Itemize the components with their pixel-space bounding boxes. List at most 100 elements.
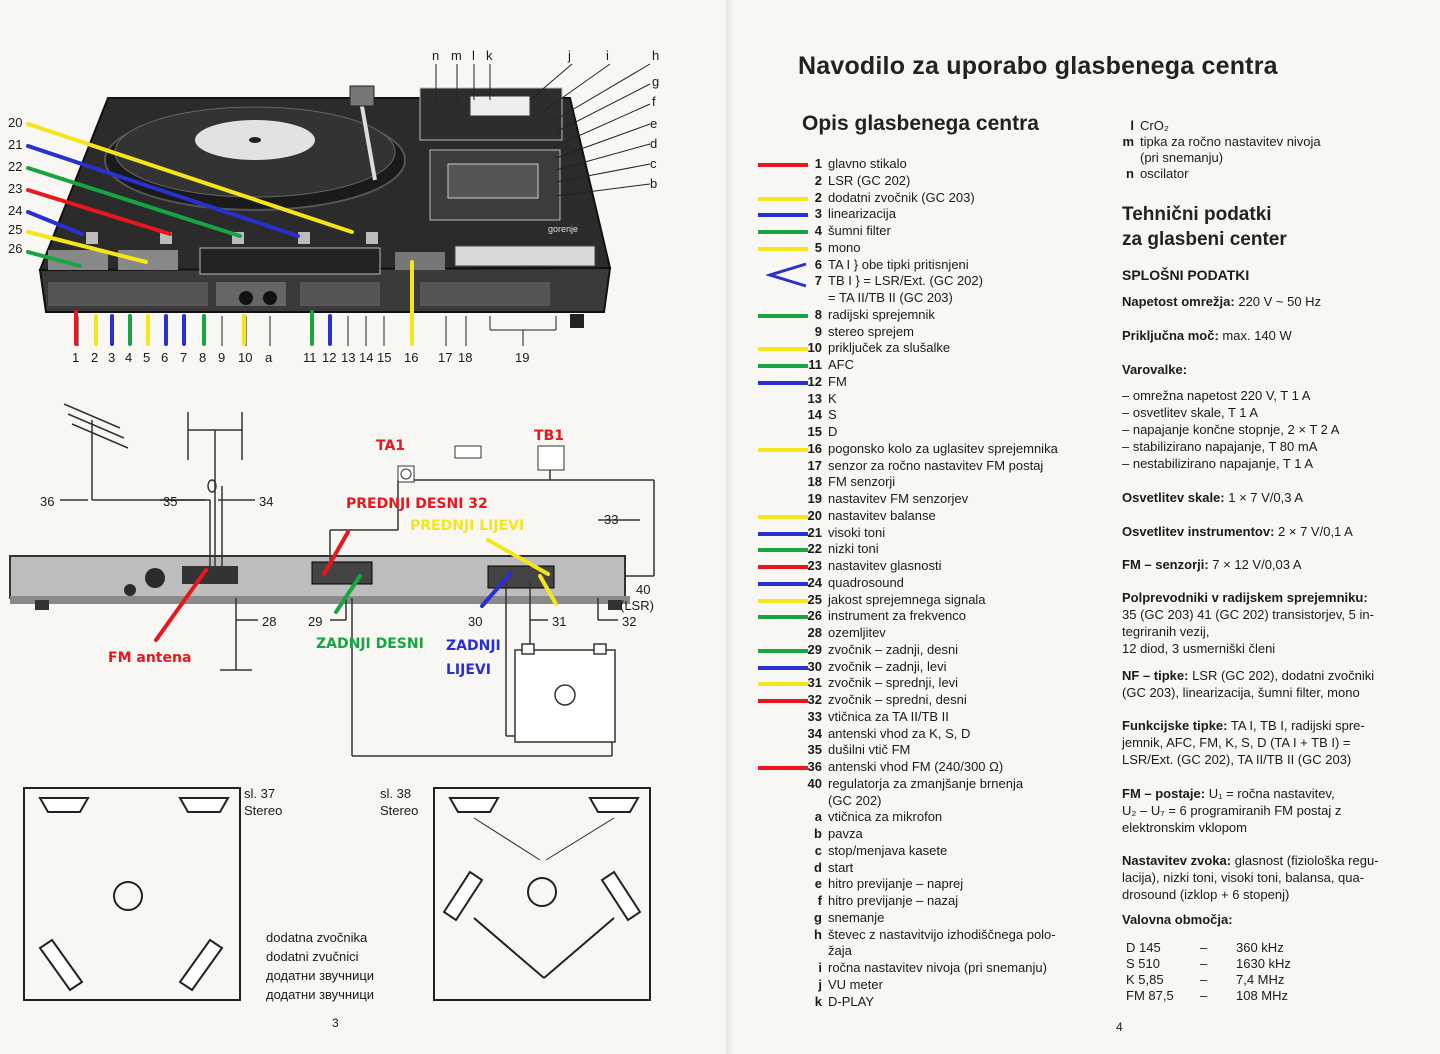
callout-d: d xyxy=(650,136,658,151)
spec-line: – osvetlitev skale, T 1 A xyxy=(1122,405,1258,420)
color-marker xyxy=(758,699,808,703)
item-text: D xyxy=(828,424,838,439)
spec-label: Valovna območja: xyxy=(1122,912,1233,927)
spec-value: 7 × 12 V/0,03 A xyxy=(1208,557,1302,572)
item-number: 21 xyxy=(807,524,822,540)
item-number: 7 xyxy=(814,273,822,289)
spec-value: tegriranih vezij, xyxy=(1122,624,1210,639)
callout-m: m xyxy=(451,48,462,63)
spec-value: – osvetlitev skale, T 1 A xyxy=(1122,405,1259,420)
item-number: i xyxy=(818,960,822,975)
item-number: 22 xyxy=(807,541,822,557)
wire-28: 28 xyxy=(262,614,277,629)
spec-value: – stabilizirano napajanje, T 80 mA xyxy=(1122,439,1318,454)
item-text: AFC xyxy=(828,357,854,372)
item-text: FM xyxy=(828,373,847,389)
item-text: dušilni vtič FM xyxy=(828,742,911,758)
spec-label: FM – postaje: xyxy=(1122,786,1206,801)
callout-12: 12 xyxy=(322,350,337,365)
item-letter: m xyxy=(1122,134,1134,149)
callout-l: l xyxy=(472,48,475,63)
callout-n: n xyxy=(432,48,440,63)
spec-label: Funkcijske tipke: xyxy=(1122,718,1228,733)
spec-label: Napetost omrežja: xyxy=(1122,294,1235,309)
spec-line: Osvetlitev skale: 1 × 7 V/0,3 A xyxy=(1122,490,1303,505)
spec-line: Valovna območja: xyxy=(1122,912,1233,927)
color-marker xyxy=(758,213,808,218)
item-text: (pri snemanju) xyxy=(1140,150,1224,165)
color-marker xyxy=(758,447,808,452)
item-text: jakost sprejemnega signala xyxy=(828,591,986,607)
spec-value: – nestabilizirano napajanje, T 1 A xyxy=(1122,456,1314,471)
callout-8: 8 xyxy=(199,350,207,365)
spec-value: LSR/Ext. (GC 202), TA II/TB II (GC 203) xyxy=(1122,752,1352,767)
callout-20: 20 xyxy=(8,115,23,130)
item-number: 5 xyxy=(814,239,822,255)
item-number: 10 xyxy=(807,340,822,356)
callout-3: 3 xyxy=(108,350,116,365)
item-text: regulatorja za zmanjšanje brnenja xyxy=(828,775,1024,791)
spec-label: NF – tipke: xyxy=(1122,668,1189,683)
item-text: oscilator xyxy=(1140,166,1189,181)
spec-label: Osvetlitev instrumentov: xyxy=(1122,524,1275,539)
fig38-label: sl. 38 xyxy=(380,786,412,801)
callout-15: 15 xyxy=(377,350,392,365)
spec-line: U₂ – U₇ = 6 programiranih FM postaj z xyxy=(1122,803,1341,818)
wire-34: 34 xyxy=(259,494,274,509)
spec-value: 1 × 7 V/0,3 A xyxy=(1224,490,1304,505)
item-text: ozemljitev xyxy=(828,625,886,640)
item-text: nastavitev FM senzorjev xyxy=(828,491,969,506)
band-val: 7,4 MHz xyxy=(1236,972,1285,987)
music-center-unit xyxy=(38,85,612,328)
callout-14: 14 xyxy=(359,350,374,365)
list-item: 10 priključek za slušalke xyxy=(800,340,951,356)
callout-i: i xyxy=(606,48,609,63)
item-number: d xyxy=(814,859,822,875)
tech-data-title: Tehnični podatki za glasbeni center xyxy=(1122,202,1287,252)
band-band: K 5,85 xyxy=(1126,972,1164,987)
item-text: priključek za slušalke xyxy=(828,340,951,356)
color-marker xyxy=(758,531,808,536)
color-marker xyxy=(758,581,808,586)
item-number: 29 xyxy=(807,641,822,657)
spec-line: Nastavitev zvoka: glasnost (fiziološka r… xyxy=(1122,853,1379,868)
section-title: Opis glasbenega centra xyxy=(802,112,1039,135)
rear-connection-diagram xyxy=(9,403,655,757)
item-number: 2 xyxy=(814,172,822,188)
callout-2: 2 xyxy=(91,350,99,365)
item-text: senzor za ročno nastavitev FM postaj xyxy=(828,457,1044,473)
item-text: zvočnik – zadnji, levi xyxy=(828,658,947,674)
spec-value: drosound (izklop + 6 stopenj) xyxy=(1122,887,1290,902)
spec-value: glasnost (fiziološka regu- xyxy=(1231,853,1379,868)
spec-line: jemnik, AFC, FM, K, S, D (TA I + TB I) = xyxy=(1122,735,1351,750)
item-number: 4 xyxy=(814,223,822,238)
color-marker xyxy=(758,230,808,234)
item-text: VU meter xyxy=(828,976,883,992)
spec-line: Varovalke: xyxy=(1122,362,1187,377)
spec-label: FM – senzorji: xyxy=(1122,557,1209,572)
annotation-front-left: PREDNJI LIJEVI xyxy=(410,518,525,534)
item-letter: n xyxy=(1126,166,1134,181)
item-number: 2 xyxy=(814,189,822,205)
color-marker xyxy=(758,514,808,519)
color-marker xyxy=(758,598,808,603)
item-number: 23 xyxy=(807,558,822,573)
wire-29: 29 xyxy=(308,614,323,629)
item-number: 18 xyxy=(807,474,822,490)
item-text: pavza xyxy=(828,826,863,841)
spec-line: Osvetlitev instrumentov: 2 × 7 V/0,1 A xyxy=(1122,524,1353,539)
wire-32: 32 xyxy=(622,614,637,629)
item-text: vtičnica za mikrofon xyxy=(828,809,943,825)
color-marker xyxy=(758,615,808,620)
